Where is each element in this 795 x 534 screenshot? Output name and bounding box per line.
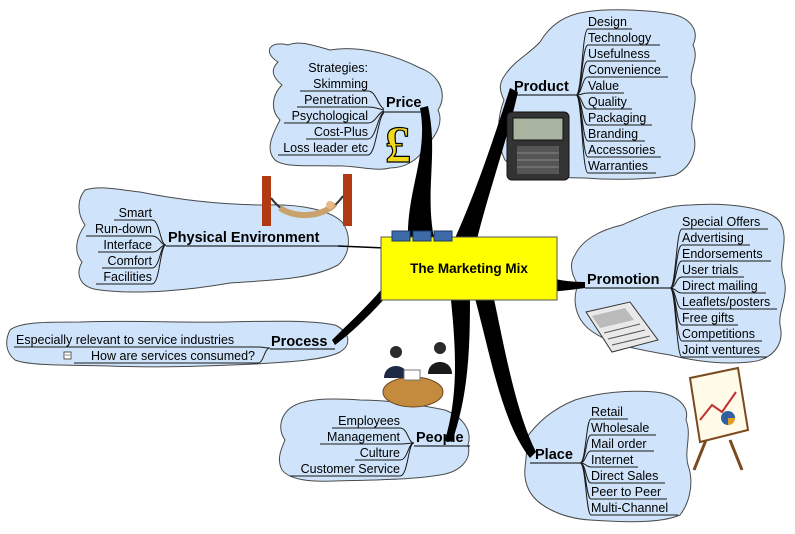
process-cloud bbox=[6, 320, 349, 368]
physical-environment-item-4: Facilities bbox=[103, 270, 152, 284]
people-cloud bbox=[279, 398, 470, 482]
center-tab-2 bbox=[412, 230, 432, 242]
physical-environment-item-0: Smart bbox=[119, 206, 153, 220]
promotion-item-7: Competitions bbox=[682, 327, 755, 341]
place-item-5: Peer to Peer bbox=[591, 485, 661, 499]
people-item-1: Management bbox=[327, 430, 400, 444]
trunk-people bbox=[445, 290, 470, 442]
center-tab-3 bbox=[433, 230, 453, 242]
price-item-5: Loss leader etc bbox=[283, 141, 368, 155]
people-item-3: Customer Service bbox=[301, 462, 400, 476]
promotion-item-5: Leaflets/posters bbox=[682, 295, 770, 309]
product-item-5: Quality bbox=[588, 95, 628, 109]
price-item-1: Skimming bbox=[313, 77, 368, 91]
promotion-item-0: Special Offers bbox=[682, 215, 760, 229]
process-item-0: Especially relevant to service industrie… bbox=[16, 333, 234, 347]
handheld-device-icon bbox=[506, 111, 570, 181]
promotion-item-1: Advertising bbox=[682, 231, 744, 245]
product-item-8: Accessories bbox=[588, 143, 655, 157]
physical-environment-title: Physical Environment bbox=[168, 230, 320, 246]
place-item-4: Direct Sales bbox=[591, 469, 658, 483]
center-title: The Marketing Mix bbox=[410, 261, 528, 276]
place-item-2: Mail order bbox=[591, 437, 647, 451]
promotion-title: Promotion bbox=[587, 272, 660, 288]
product-branch: Product Design Technology Usefulness Con… bbox=[506, 15, 668, 181]
trunk-price bbox=[407, 106, 440, 262]
promotion-branch: Promotion Special Offers Advertising End… bbox=[585, 215, 777, 358]
product-item-2: Usefulness bbox=[588, 47, 650, 61]
place-branch: Place Retail Wholesale Mail order Intern… bbox=[530, 366, 750, 516]
pound-sign-icon: £ bbox=[384, 116, 411, 174]
product-item-6: Packaging bbox=[588, 111, 646, 125]
trunk-physical-environment bbox=[337, 245, 386, 249]
price-branch: Strategies: Skimming Penetration Psychol… bbox=[278, 61, 425, 175]
trunk-product bbox=[440, 88, 518, 272]
people-title: People bbox=[416, 430, 464, 446]
place-item-1: Wholesale bbox=[591, 421, 649, 435]
product-item-1: Technology bbox=[588, 31, 652, 45]
promotion-item-2: Endorsements bbox=[682, 247, 763, 261]
promotion-item-3: User trials bbox=[682, 263, 738, 277]
svg-text:£: £ bbox=[385, 117, 411, 174]
hammock-icon bbox=[262, 174, 352, 226]
center-box bbox=[380, 236, 558, 301]
product-item-0: Design bbox=[588, 15, 627, 29]
process-item-1: How are services consumed? bbox=[91, 349, 255, 363]
place-item-3: Internet bbox=[591, 453, 634, 467]
meeting-people-icon bbox=[382, 342, 452, 408]
price-item-4: Cost-Plus bbox=[314, 125, 368, 139]
price-cloud bbox=[268, 42, 443, 170]
process-title: Process bbox=[271, 334, 327, 350]
place-title: Place bbox=[535, 447, 573, 463]
product-item-4: Value bbox=[588, 79, 619, 93]
physical-environment-item-2: Interface bbox=[103, 238, 152, 252]
people-item-0: Employees bbox=[338, 414, 400, 428]
note-marker-icon bbox=[63, 351, 72, 360]
newspaper-icon bbox=[585, 301, 659, 353]
physical-environment-cloud bbox=[76, 187, 349, 293]
physical-environment-branch: Smart Run-down Interface Comfort Facilit… bbox=[86, 174, 352, 285]
promotion-item-4: Direct mailing bbox=[682, 279, 758, 293]
price-item-0: Strategies: bbox=[308, 61, 368, 75]
product-item-7: Branding bbox=[588, 127, 638, 141]
trunk-process bbox=[332, 285, 392, 345]
physical-environment-item-1: Run-down bbox=[95, 222, 152, 236]
center-tab-1 bbox=[391, 230, 411, 242]
people-item-2: Culture bbox=[360, 446, 400, 460]
physical-environment-item-3: Comfort bbox=[108, 254, 153, 268]
price-title: Price bbox=[386, 95, 421, 111]
people-branch: Employees Management Culture Customer Se… bbox=[290, 414, 470, 477]
place-item-0: Retail bbox=[591, 405, 623, 419]
promotion-item-8: Joint ventures bbox=[682, 343, 760, 357]
place-cloud bbox=[524, 390, 692, 523]
product-item-9: Warranties bbox=[588, 159, 648, 173]
product-title: Product bbox=[514, 79, 569, 95]
price-item-3: Psychological bbox=[292, 109, 368, 123]
promotion-item-6: Free gifts bbox=[682, 311, 734, 325]
trunk-place bbox=[470, 280, 536, 458]
process-branch: Especially relevant to service industrie… bbox=[14, 333, 452, 408]
product-item-3: Convenience bbox=[588, 63, 661, 77]
price-item-2: Penetration bbox=[304, 93, 368, 107]
place-item-6: Multi-Channel bbox=[591, 501, 668, 515]
flipchart-icon bbox=[688, 366, 750, 471]
